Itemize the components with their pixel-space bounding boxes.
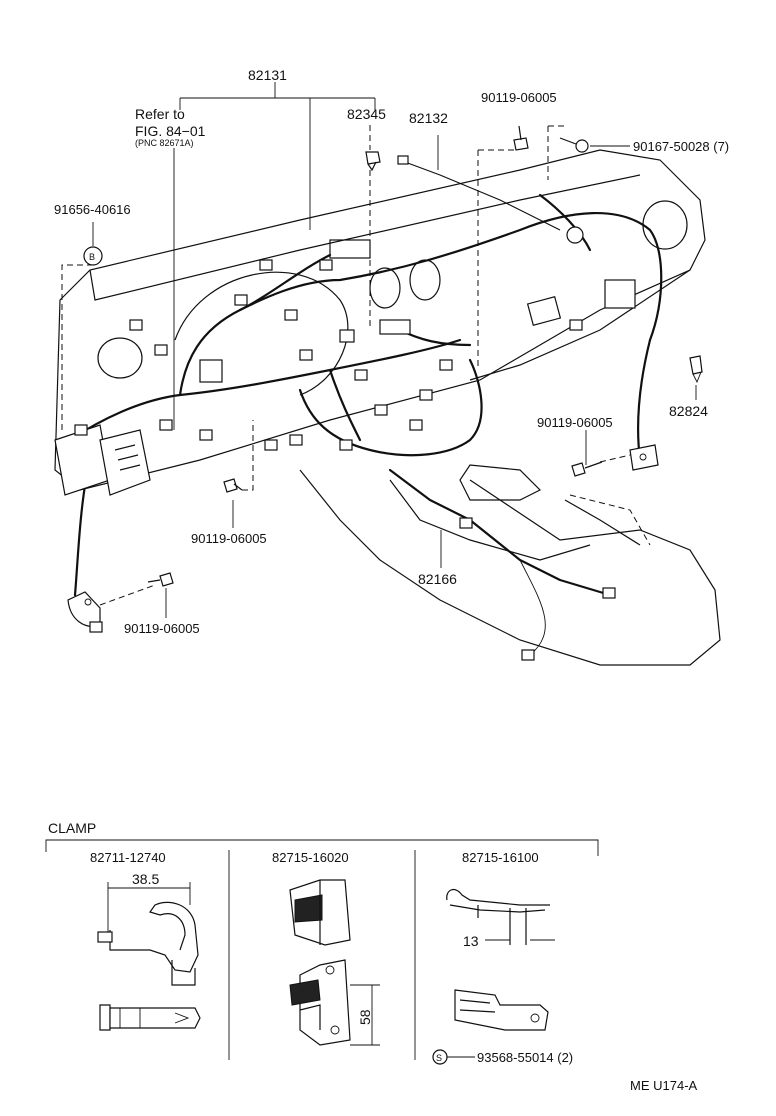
clamp-1-part: 82711-12740: [90, 850, 166, 865]
callout-labels: 82131 Refer to FIG. 84−01 (PNC 82671A) 8…: [54, 67, 729, 636]
clamp-3-dim: 13: [463, 933, 479, 949]
clamp-2-part: 82715-16020: [272, 850, 349, 865]
bolt-left-icon: [147, 572, 174, 587]
bolt-top-icon: [513, 125, 529, 151]
clamp-1-dim: 38.5: [132, 871, 159, 887]
label-grommet-left: 91656-40616: [54, 202, 131, 217]
grommet-left-icon: B: [83, 246, 103, 266]
label-refer-to: Refer to: [135, 106, 185, 122]
clamp-3-screw: 93568-55014 (2): [477, 1050, 573, 1065]
harness-wires: [68, 161, 663, 656]
label-bolt-left: 90119-06005: [124, 621, 200, 636]
screw-s-icon: S: [432, 1049, 448, 1065]
clamp-1-drawing: [97, 901, 201, 1031]
label-bolt-top: 90119-06005: [481, 90, 557, 105]
screw-top-right-icon: [559, 137, 589, 153]
label-82131: 82131: [248, 67, 287, 83]
center-console: [299, 464, 721, 666]
clamp-title: CLAMP: [48, 820, 96, 836]
junction-block-left: [54, 424, 151, 496]
clamp-section: CLAMP 82711-12740 38.5 82715-16020: [45, 820, 599, 1065]
harness-connectors: [129, 155, 636, 661]
grommet-symbol: B: [89, 252, 95, 262]
bolt-center-icon: [223, 478, 243, 493]
label-pnc-ref: (PNC 82671A): [135, 138, 194, 148]
bolt-right-icon: [571, 461, 603, 477]
label-screw-top-right: 90167-50028 (7): [633, 139, 729, 154]
label-82132: 82132: [409, 110, 448, 126]
clamp-3-part: 82715-16100: [462, 850, 539, 865]
left-lower-connector: [67, 591, 103, 633]
clamp-3-drawing: [446, 888, 555, 1031]
label-82166: 82166: [418, 571, 457, 587]
label-bolt-right: 90119-06005: [537, 415, 613, 430]
label-bolt-center: 90119-06005: [191, 531, 267, 546]
leader-lines: [61, 82, 697, 618]
label-82345: 82345: [347, 106, 386, 122]
clip-82345: [365, 151, 381, 172]
footer-code: ME U174-A: [630, 1078, 698, 1093]
bulb-82824: [689, 355, 703, 384]
right-lower-connector: [629, 444, 659, 471]
clamp-2-dim: 58: [357, 1009, 373, 1025]
label-fig-ref: FIG. 84−01: [135, 123, 206, 139]
label-82824: 82824: [669, 403, 708, 419]
clamp-2-drawing: [289, 879, 351, 1046]
screw-symbol: S: [436, 1053, 442, 1063]
